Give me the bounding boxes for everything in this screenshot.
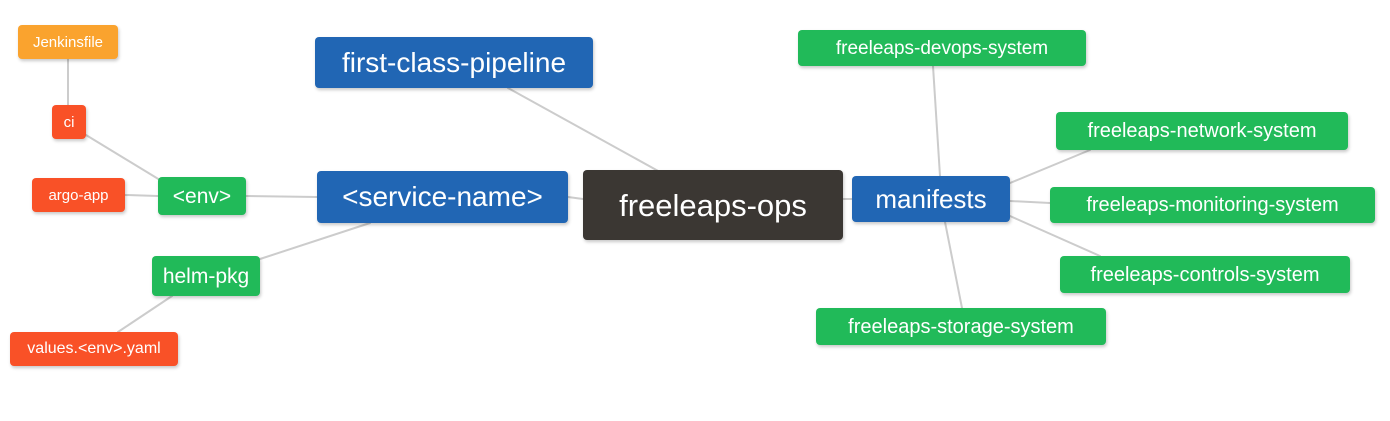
- node-ci[interactable]: ci: [52, 105, 86, 139]
- node-argo-app[interactable]: argo-app: [32, 178, 125, 212]
- node-service-name[interactable]: <service-name>: [317, 171, 568, 223]
- edge-first-class-pipeline-to-freeleaps-ops: [507, 87, 661, 173]
- node-freeleaps-controls-system[interactable]: freeleaps-controls-system: [1060, 256, 1350, 293]
- edge-manifests-to-freeleaps-storage-system: [944, 221, 963, 309]
- node-freeleaps-monitoring-system[interactable]: freeleaps-monitoring-system: [1050, 187, 1375, 223]
- edge-manifests-to-freeleaps-devops-system: [932, 65, 941, 177]
- node-freeleaps-ops[interactable]: freeleaps-ops: [583, 170, 843, 240]
- node-freeleaps-network-system[interactable]: freeleaps-network-system: [1056, 112, 1348, 150]
- edge-service-name-to-freeleaps-ops: [567, 196, 584, 200]
- node-freeleaps-devops-system[interactable]: freeleaps-devops-system: [798, 30, 1086, 66]
- node-jenkinsfile[interactable]: Jenkinsfile: [18, 25, 118, 59]
- edge-service-name-to-helm-pkg: [259, 222, 371, 260]
- edge-argo-app-to-env: [124, 194, 159, 197]
- node-first-class-pipeline[interactable]: first-class-pipeline: [315, 37, 593, 88]
- edge-helm-pkg-to-values-env-yaml: [117, 295, 173, 333]
- node-helm-pkg[interactable]: helm-pkg: [152, 256, 260, 296]
- edge-env-to-service-name: [245, 195, 318, 198]
- node-values-env-yaml[interactable]: values.<env>.yaml: [10, 332, 178, 366]
- node-env[interactable]: <env>: [158, 177, 246, 215]
- edge-manifests-to-freeleaps-monitoring-system: [1009, 200, 1051, 204]
- node-freeleaps-storage-system[interactable]: freeleaps-storage-system: [816, 308, 1106, 345]
- edge-ci-to-env: [85, 134, 161, 181]
- node-manifests[interactable]: manifests: [852, 176, 1010, 222]
- edge-manifests-to-freeleaps-network-system: [1009, 149, 1091, 184]
